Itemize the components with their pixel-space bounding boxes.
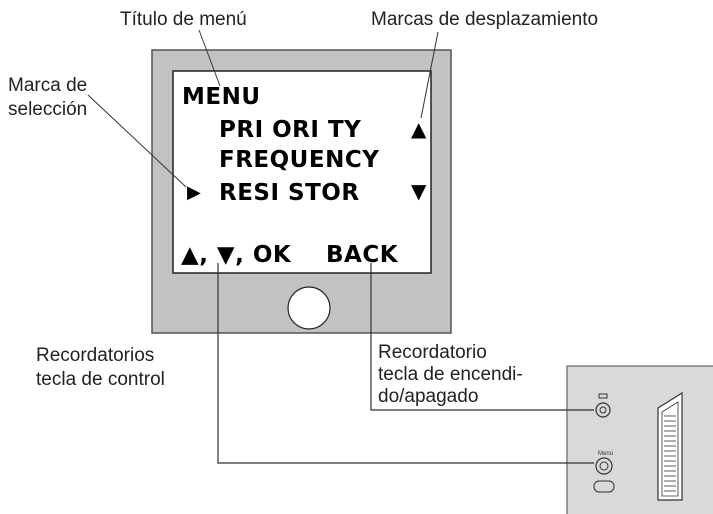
lcd-menu-title: MENU [182,84,261,110]
lcd-control-key-hints: ▲, ▼, OK [181,242,292,268]
leader-selection-mark [87,94,187,188]
power-key-reminder-line1: Recordatorio [378,342,487,363]
power-key-reminder-line3: do/apagado [378,386,479,407]
scroll-up-icon: ▲ [411,117,427,141]
power-jack-icon [595,402,611,418]
menu-jack-inner [599,461,609,471]
lcd-menu-item-resistor[interactable]: RESI STOR [219,180,360,206]
power-jack-inner [599,406,607,414]
power-key-reminder-callout: Recordatorio tecla de encendi- do/apagad… [378,342,523,408]
scroll-down-icon: ▼ [411,179,427,203]
leader-menu-title [198,29,221,87]
power-indicator-icon [598,393,608,399]
power-reminder-line [370,263,594,411]
selection-mark-callout-line2: selección [8,99,88,120]
menu-title-callout: Título de menú [120,9,247,30]
scart-connector-inner [661,401,679,497]
scart-connector-icon [657,391,683,501]
menu-slot-icon [593,480,615,493]
lcd-menu-item-priority[interactable]: PRI ORI TY [219,117,362,143]
control-key-reminders-line1: Recordatorios [36,345,155,366]
device-side-panel [566,365,713,514]
power-button-circle [287,286,331,330]
leader-scroll-marks [420,31,439,119]
menu-jack-icon [595,457,613,475]
selection-mark-callout-line1: Marca de [8,75,88,96]
menu-button-caption: Menú [598,451,613,457]
selection-mark-callout: Marca de selección [8,74,87,122]
lcd-screen [172,70,432,274]
scroll-marks-callout: Marcas de desplazamiento [371,9,599,30]
scart-pins [664,415,676,492]
lcd-back-hint: BACK [326,242,399,268]
control-reminder-line [217,263,594,464]
power-key-reminder-line2: tecla de encendi- [378,364,523,385]
lcd-menu-item-frequency[interactable]: FREQUENCY [219,147,380,173]
control-key-reminders-line2: tecla de control [36,369,165,390]
selection-arrow-icon: ▶ [187,182,201,203]
control-key-reminders-callout: Recordatorios tecla de control [36,344,165,392]
